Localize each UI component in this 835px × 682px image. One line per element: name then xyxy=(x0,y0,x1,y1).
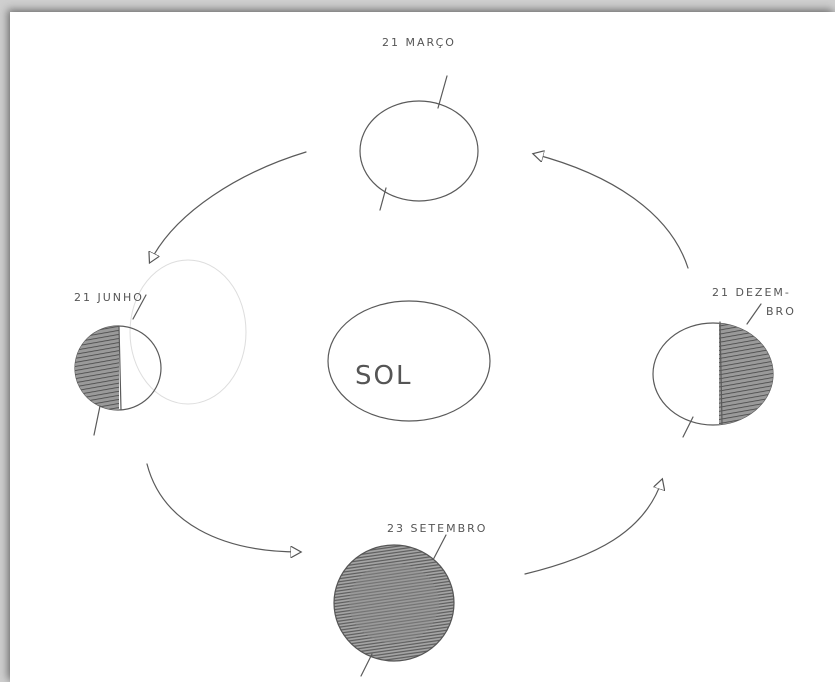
paper-sheet: SOL 21 MARÇO 21 JUNHO xyxy=(10,12,835,682)
faint-sketch-ellipse xyxy=(130,260,246,404)
label-june: 21 JUNHO xyxy=(74,291,144,304)
label-march: 21 MARÇO xyxy=(382,36,456,49)
earth-june: 21 JUNHO xyxy=(74,291,161,435)
sun-label: SOL xyxy=(355,361,412,391)
earth-march: 21 MARÇO xyxy=(360,36,478,210)
earth-september: 23 SETEMBRO xyxy=(334,522,487,676)
label-september: 23 SETEMBRO xyxy=(387,522,487,535)
orbit-arrow-march-to-june xyxy=(150,152,306,262)
orbit-diagram: SOL 21 MARÇO 21 JUNHO xyxy=(10,12,835,682)
label-december-line2: BRO xyxy=(766,305,796,318)
orbit-arrow-june-to-september xyxy=(147,464,300,552)
earth-december: 21 DEZEM- BRO xyxy=(653,286,796,437)
label-december-line1: 21 DEZEM- xyxy=(712,286,791,299)
orbit-arrow-september-to-december xyxy=(525,480,662,574)
orbit-arrow-december-to-march xyxy=(534,154,688,268)
